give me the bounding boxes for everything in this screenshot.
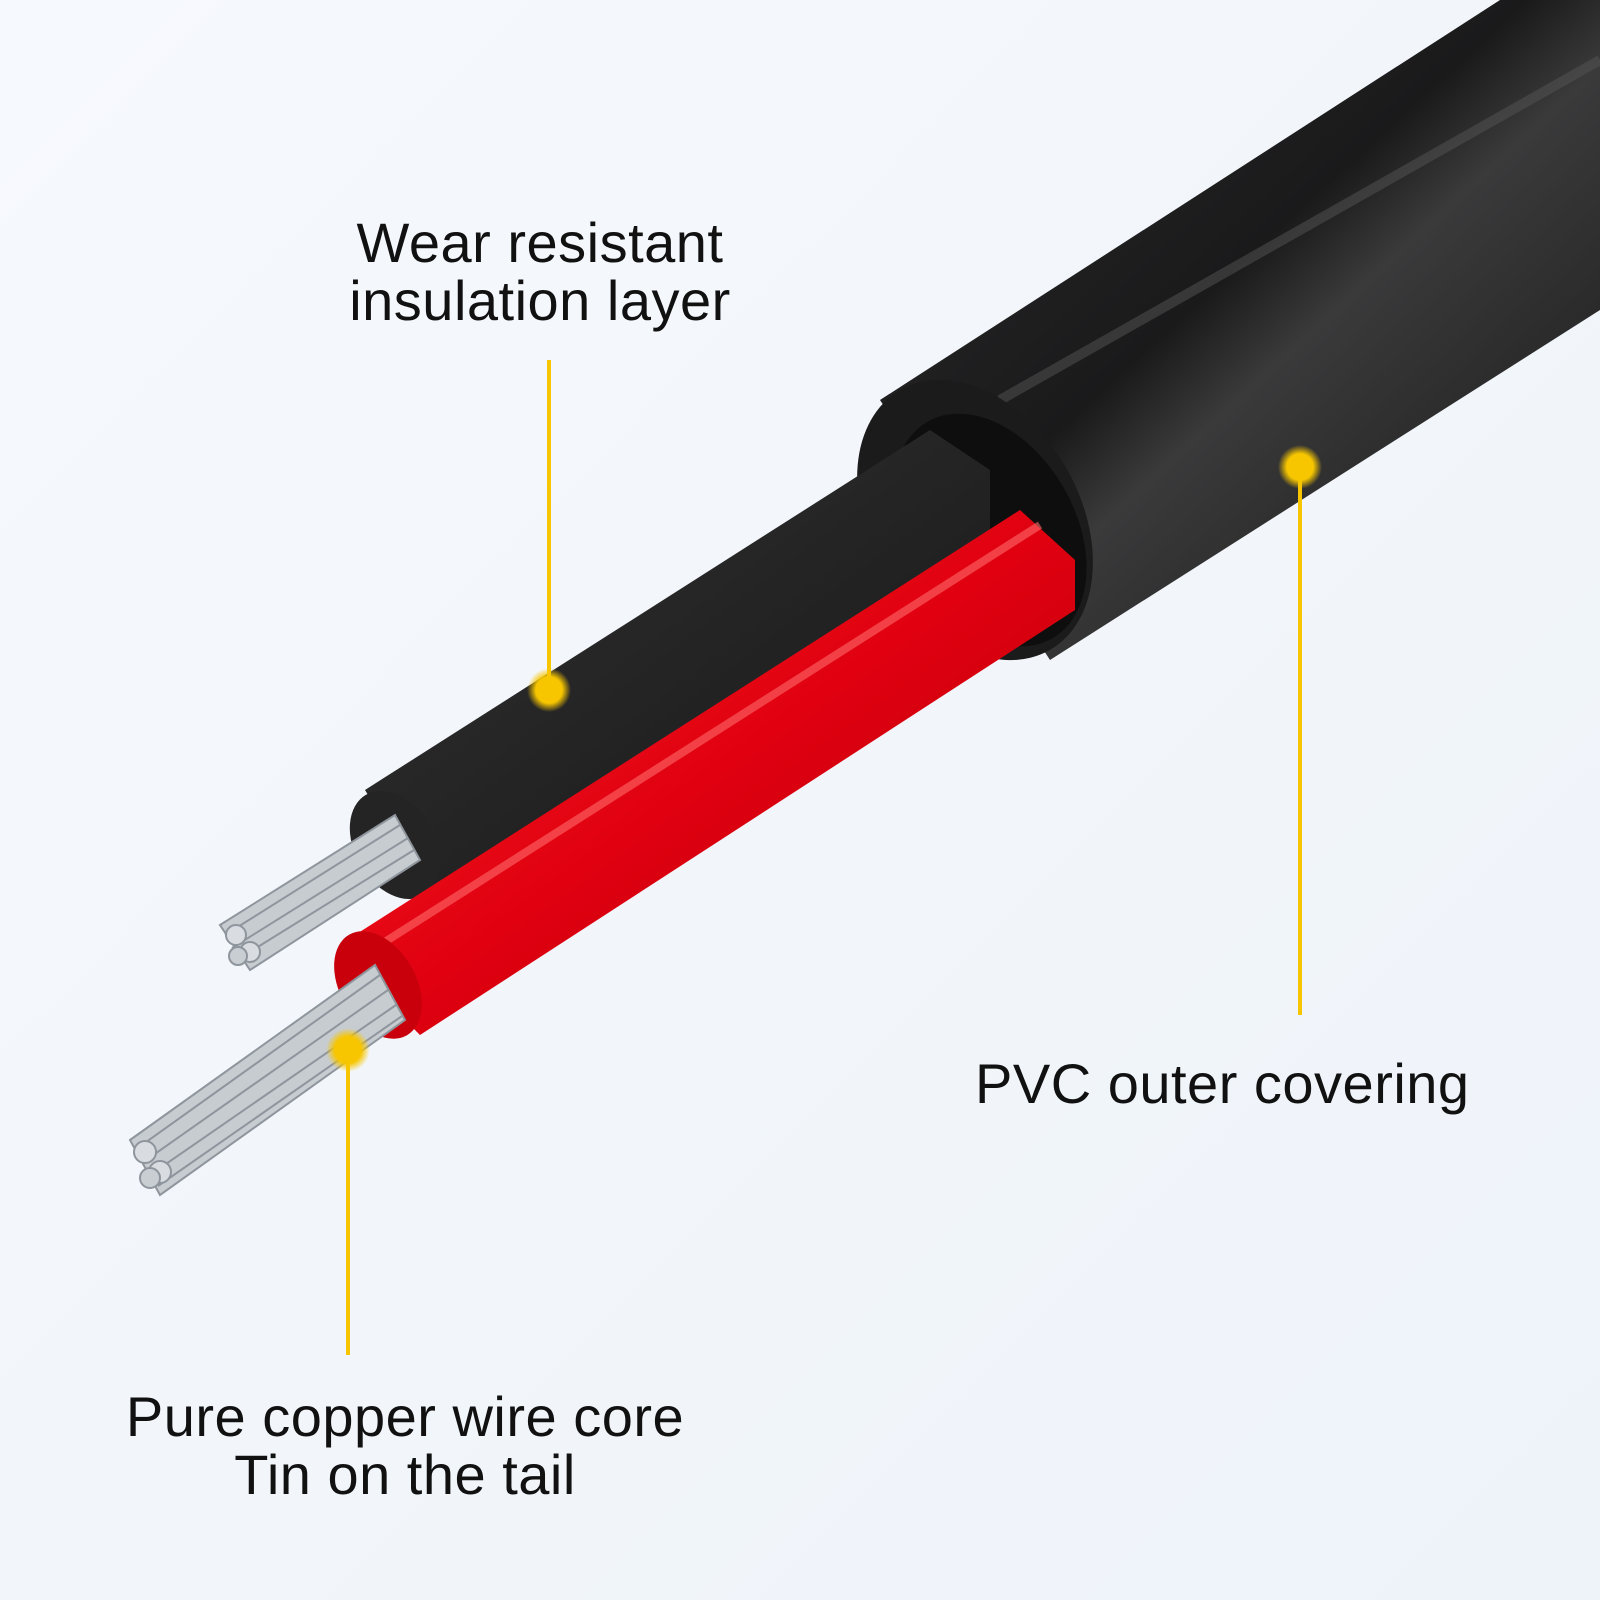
- bare-strands-bottom: [128, 963, 407, 1197]
- pvc-covering-label: PVC outer covering: [975, 1052, 1470, 1115]
- insulation-layer-label: Wear resistant insulation layer: [349, 211, 731, 332]
- callout-pvc: [1278, 445, 1322, 1015]
- callout-insulation: [527, 360, 571, 712]
- bare-strands-top: [218, 813, 422, 972]
- callout-copper: [326, 1028, 370, 1355]
- copper-core-label: Pure copper wire core Tin on the tail: [125, 1385, 685, 1506]
